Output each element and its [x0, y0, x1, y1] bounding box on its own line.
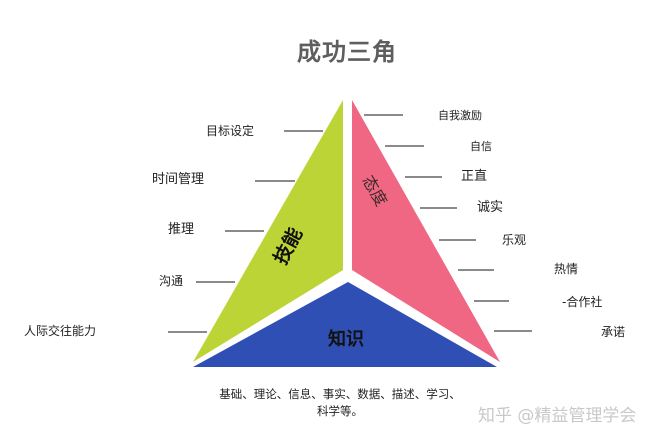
- skills-segment: [193, 100, 343, 362]
- knowledge-description-line2: 科学等。: [317, 404, 363, 418]
- left-item-reasoning: 推理: [168, 222, 195, 237]
- watermark: 知乎 @精益管理学会: [478, 406, 637, 426]
- attitude-segment: [352, 100, 500, 362]
- right-leader-lines: [364, 114, 532, 332]
- left-leader-lines: [168, 130, 323, 333]
- left-item-communication: 沟通: [159, 274, 184, 288]
- knowledge-label: 知识: [328, 329, 364, 350]
- right-item-self-motivation: 自我激励: [438, 109, 482, 122]
- knowledge-segment: [193, 282, 497, 367]
- knowledge-description: 基础、理论、信息、事实、数据、描述、学习、 科学等。: [190, 386, 490, 420]
- left-item-interpersonal: 人际交往能力: [24, 324, 97, 338]
- right-item-integrity: 正直: [461, 169, 488, 184]
- knowledge-description-line1: 基础、理论、信息、事实、数据、描述、学习、: [219, 387, 461, 401]
- right-item-enthusiasm: 热情: [554, 262, 579, 276]
- right-item-honesty: 诚实: [477, 200, 504, 215]
- right-item-commitment: 承诺: [601, 325, 626, 339]
- left-item-time-management: 时间管理: [152, 172, 205, 187]
- right-item-cooperation: -合作社: [562, 295, 603, 309]
- right-item-optimism: 乐观: [502, 233, 527, 247]
- diagram-title: 成功三角: [297, 38, 397, 66]
- right-item-confidence: 自信: [470, 140, 492, 153]
- left-item-goal-setting: 目标设定: [206, 124, 255, 138]
